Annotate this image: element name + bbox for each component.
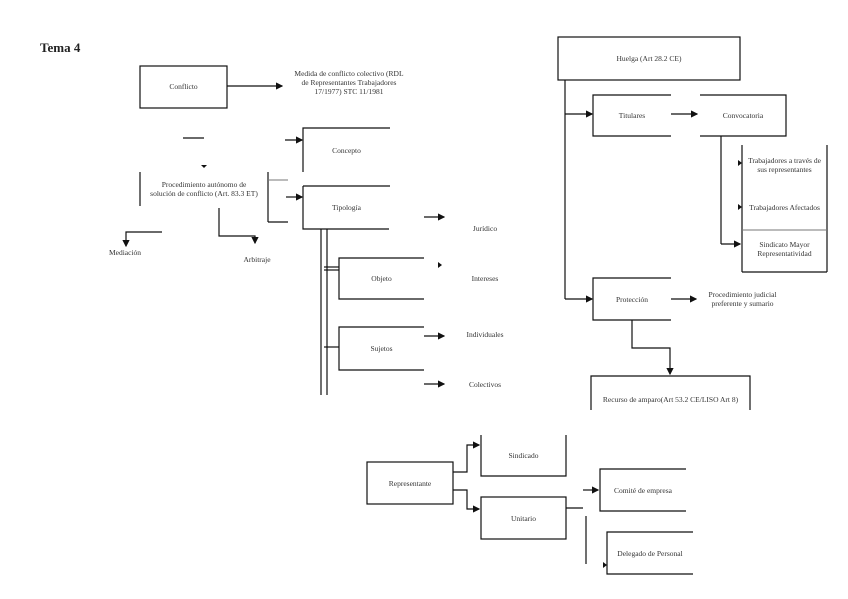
titulares-box	[592, 94, 671, 137]
conflicto-box	[139, 65, 228, 109]
node-proc-judicial-line2: preferente y sumario	[711, 299, 774, 308]
node-sujetos: Sujetos	[370, 344, 393, 353]
delegado-box	[606, 531, 693, 575]
arrow-intereses	[438, 262, 442, 268]
unitario-box	[480, 496, 567, 540]
arrow-delegado	[603, 562, 607, 568]
node-unitario: Unitario	[511, 514, 536, 523]
node-tipologia: Tipología	[332, 203, 361, 212]
node-sindicato-line2: Representatividad	[757, 249, 812, 258]
node-colectivos: Colectivos	[468, 380, 502, 389]
arrow-mediacion	[122, 231, 162, 248]
node-juridico: Jurídico	[472, 224, 498, 233]
node-medida-line1: Medida de conflicto colectivo (RDL	[294, 69, 404, 78]
node-arbitraje: Arbitraje	[243, 255, 271, 264]
arrow-trab-repr	[738, 160, 742, 166]
concepto-box	[302, 127, 390, 172]
node-procedimiento-line1: Procedimiento autónomo de	[161, 180, 247, 189]
node-mediacion: Mediación	[108, 248, 142, 257]
node-medida-line3: 17/1977) STC 11/1981	[314, 87, 384, 96]
page-title: Tema 4	[40, 40, 81, 55]
node-sindicato-line1: Sindicato Mayor	[759, 240, 810, 249]
representante-box	[366, 461, 454, 505]
sindicado-box	[480, 435, 567, 477]
arrow-arbitraje	[218, 208, 259, 245]
arrow-trab-afectados	[738, 204, 742, 210]
arrow-down-procedimiento	[201, 165, 207, 168]
node-proteccion: Protección	[615, 295, 649, 304]
node-trab-repr-line1: Trabajadores a través de	[748, 156, 821, 165]
node-objeto: Objeto	[371, 274, 392, 283]
node-trab-repr-line2: sus representantes	[757, 165, 812, 174]
comite-box	[599, 468, 686, 512]
node-representante: Representante	[388, 479, 432, 488]
node-convocatoria: Convocatoria	[722, 111, 764, 120]
node-proc-judicial-line1: Procedimiento judicial	[708, 290, 777, 299]
node-sindicado: Sindicado	[508, 451, 539, 460]
node-delegado: Delegado de Personal	[617, 549, 683, 558]
huelga-box	[557, 36, 741, 81]
node-individuales: Individuales	[466, 330, 504, 339]
node-recurso: Recurso de amparo(Art 53.2 CE/LISO Art 8…	[602, 395, 739, 404]
arrow-sindicado	[453, 441, 481, 473]
recurso-box	[590, 375, 751, 410]
node-procedimiento-line2: solución de conflicto (Art. 83.3 ET)	[150, 189, 258, 198]
node-intereses: Intereses	[471, 274, 499, 283]
arrow-unitario	[453, 489, 481, 513]
arrow-recurso	[631, 320, 674, 376]
objeto-box	[338, 257, 424, 300]
node-medida-line2: de Representantes Trabajadores	[301, 78, 397, 87]
node-titulares: Titulares	[618, 111, 646, 120]
node-trab-afectados: Trabajadores Afectados	[749, 203, 820, 212]
node-conflicto: Conflicto	[169, 82, 198, 91]
convocatoria-box	[700, 94, 787, 137]
sujetos-box	[338, 326, 424, 371]
node-concepto: Concepto	[332, 146, 361, 155]
node-huelga: Huelga (Art 28.2 CE)	[616, 54, 682, 63]
node-comite: Comité de empresa	[614, 486, 672, 495]
